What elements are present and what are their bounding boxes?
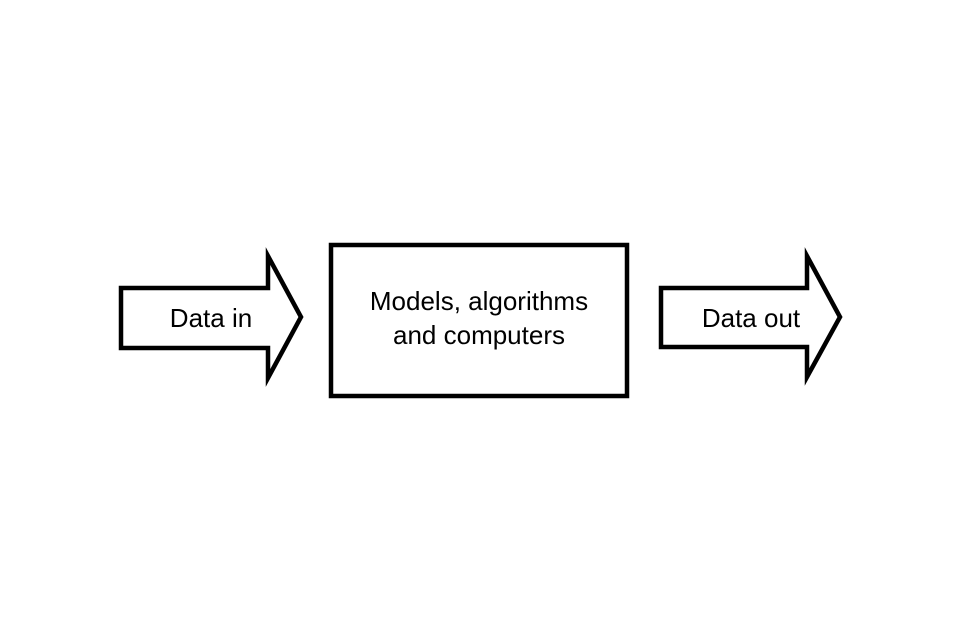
arrow-shape-data-out[interactable] <box>658 247 843 386</box>
arrow-label-data-out: Data out <box>701 303 801 333</box>
box-label-processing: Models, algorithms and computers <box>369 286 589 350</box>
arrow-label-data-in: Data in <box>169 303 253 333</box>
box-shape-processing[interactable] <box>328 242 630 399</box>
arrow-shape-data-in[interactable] <box>118 247 304 387</box>
